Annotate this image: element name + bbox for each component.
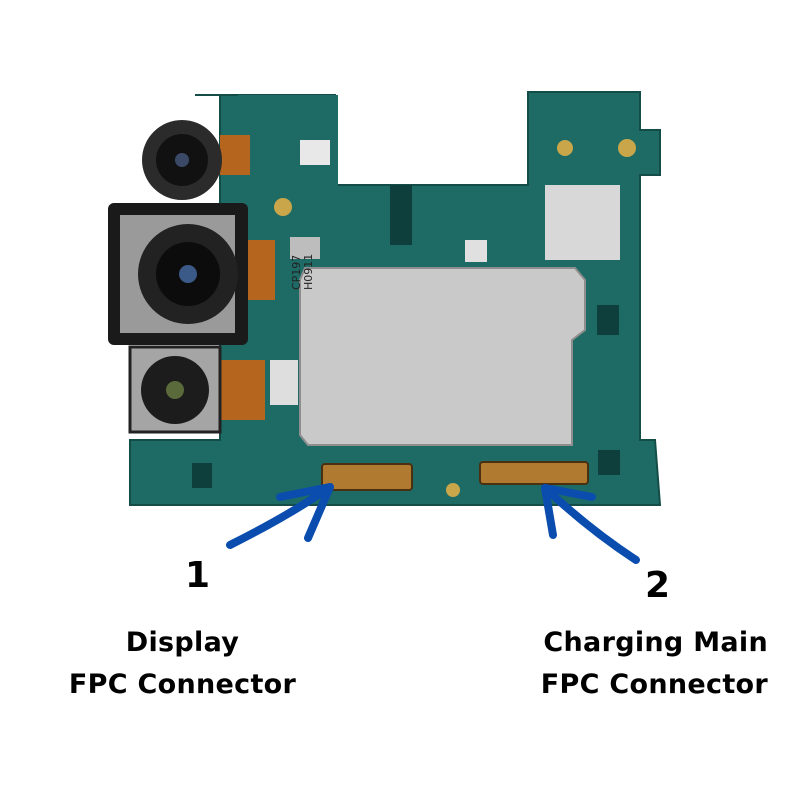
shield-marking-2: H0911 — [302, 254, 315, 290]
arrow-1 — [226, 483, 334, 549]
display-fpc-connector — [321, 463, 413, 491]
camera-bottom — [128, 345, 222, 434]
camera-top — [142, 120, 222, 200]
label-2-line-1: Charging Main — [543, 627, 768, 658]
annotation-label-1: Display FPC Connector — [30, 622, 335, 706]
annotation-number-2: 2 — [645, 565, 671, 606]
label-1-line-2: FPC Connector — [68, 669, 297, 700]
pcb-components — [192, 139, 636, 497]
annotation-number-1: 1 — [185, 555, 211, 596]
shield-marking-1: CP197 — [290, 255, 303, 290]
label-1-line-1: Display — [125, 627, 240, 658]
camera-flex-cable — [220, 135, 250, 175]
metal-shield — [299, 267, 586, 446]
annotation-label-2: Charging Main FPC Connector — [500, 622, 790, 706]
camera-flex-cable — [220, 360, 265, 420]
charging-fpc-connector — [479, 461, 589, 485]
arrow-2 — [541, 484, 640, 564]
label-2-line-2: FPC Connector — [540, 669, 768, 700]
camera-main — [108, 203, 248, 345]
